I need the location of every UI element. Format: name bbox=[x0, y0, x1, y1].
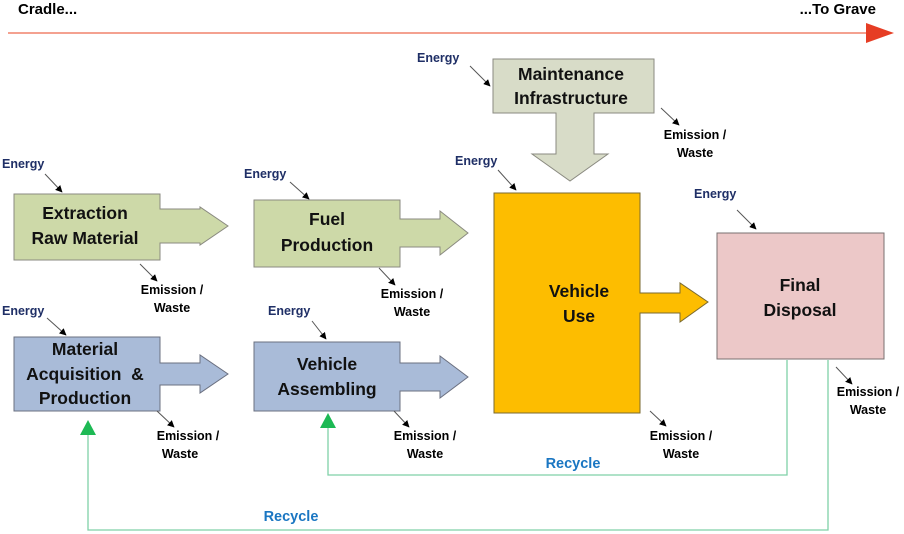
emission-output-maintenance: Emission / Waste bbox=[660, 107, 727, 160]
recycle-arrowhead-inner-icon bbox=[320, 413, 336, 428]
emission-arrow-icon bbox=[378, 267, 396, 286]
svg-text:Emission /: Emission / bbox=[157, 429, 220, 443]
svg-text:Final: Final bbox=[780, 275, 821, 295]
svg-text:Emission /: Emission / bbox=[141, 283, 204, 297]
svg-text:Extraction: Extraction bbox=[42, 203, 128, 223]
svg-text:Vehicle: Vehicle bbox=[549, 281, 610, 301]
emission-arrow-icon bbox=[660, 107, 680, 126]
energy-arrow-icon bbox=[497, 169, 517, 191]
recycle-line-outer bbox=[87, 360, 829, 531]
energy-input-maintenance: Energy bbox=[417, 51, 491, 87]
svg-text:Energy: Energy bbox=[244, 167, 286, 181]
energy-arrow-icon bbox=[289, 181, 310, 200]
final-disposal-box: Final Disposal bbox=[716, 232, 885, 360]
emission-output-material: Emission / Waste bbox=[156, 410, 220, 461]
recycle-line-inner bbox=[327, 360, 788, 476]
svg-text:Production: Production bbox=[281, 235, 373, 255]
svg-text:Emission /: Emission / bbox=[394, 429, 457, 443]
svg-text:Waste: Waste bbox=[663, 447, 699, 461]
svg-text:Waste: Waste bbox=[850, 403, 886, 417]
energy-input-extraction: Energy bbox=[2, 157, 63, 193]
svg-text:Energy: Energy bbox=[268, 304, 310, 318]
svg-text:Assembling: Assembling bbox=[277, 379, 376, 399]
svg-text:Emission /: Emission / bbox=[381, 287, 444, 301]
svg-text:Waste: Waste bbox=[677, 146, 713, 160]
svg-text:Infrastructure: Infrastructure bbox=[514, 88, 628, 108]
emission-output-assembling: Emission / Waste bbox=[393, 410, 457, 461]
svg-text:Energy: Energy bbox=[2, 304, 44, 318]
cradle-label: Cradle... bbox=[18, 1, 77, 18]
svg-text:Emission /: Emission / bbox=[650, 429, 713, 443]
energy-arrow-icon bbox=[469, 65, 491, 87]
timeline-arrowhead-icon bbox=[866, 23, 894, 43]
extraction-raw-material-box: Extraction Raw Material bbox=[13, 193, 229, 261]
svg-text:Energy: Energy bbox=[455, 154, 497, 168]
emission-output-final-disposal: Emission / Waste bbox=[835, 366, 900, 417]
recycle-label-inner: Recycle bbox=[546, 456, 601, 472]
svg-text:Maintenance: Maintenance bbox=[518, 64, 624, 84]
vehicle-use-box: Vehicle Use bbox=[493, 192, 709, 414]
emission-arrow-icon bbox=[156, 410, 175, 428]
material-acquisition-production-box: Material Acquisition & Production bbox=[13, 336, 229, 412]
svg-text:Energy: Energy bbox=[417, 51, 459, 65]
svg-text:Fuel: Fuel bbox=[309, 209, 345, 229]
energy-input-fuel: Energy bbox=[244, 167, 310, 200]
svg-text:Vehicle: Vehicle bbox=[297, 354, 358, 374]
energy-input-vehicle-use: Energy bbox=[455, 154, 517, 191]
energy-arrow-icon bbox=[311, 320, 327, 340]
svg-text:Raw Material: Raw Material bbox=[32, 228, 139, 248]
energy-arrow-icon bbox=[46, 317, 67, 336]
svg-text:Use: Use bbox=[563, 306, 595, 326]
svg-text:Waste: Waste bbox=[162, 447, 198, 461]
to-grave-label: ...To Grave bbox=[800, 1, 876, 18]
svg-text:Production: Production bbox=[39, 388, 131, 408]
energy-input-final-disposal: Energy bbox=[694, 187, 757, 230]
emission-arrow-icon bbox=[649, 410, 667, 427]
emission-arrow-icon bbox=[393, 410, 410, 428]
svg-text:Acquisition &: Acquisition & bbox=[26, 364, 144, 384]
energy-input-assembling: Energy bbox=[268, 304, 327, 340]
svg-text:Waste: Waste bbox=[394, 305, 430, 319]
vehicle-assembling-box: Vehicle Assembling bbox=[253, 341, 469, 412]
svg-text:Energy: Energy bbox=[694, 187, 736, 201]
energy-arrow-icon bbox=[736, 209, 757, 230]
svg-text:Waste: Waste bbox=[154, 301, 190, 315]
emission-output-vehicle-use: Emission / Waste bbox=[649, 410, 713, 461]
emission-output-extraction: Emission / Waste bbox=[139, 263, 204, 315]
emission-arrow-icon bbox=[139, 263, 158, 282]
emission-arrow-icon bbox=[835, 366, 853, 385]
fuel-production-box: Fuel Production bbox=[253, 199, 469, 268]
svg-text:Waste: Waste bbox=[407, 447, 443, 461]
energy-arrow-icon bbox=[44, 173, 63, 193]
maintenance-infrastructure-box: Maintenance Infrastructure bbox=[492, 58, 655, 182]
svg-text:Emission /: Emission / bbox=[664, 128, 727, 142]
svg-text:Disposal: Disposal bbox=[764, 300, 837, 320]
svg-text:Emission /: Emission / bbox=[837, 385, 900, 399]
recycle-arrowhead-outer-icon bbox=[80, 420, 96, 435]
recycle-label-outer: Recycle bbox=[264, 509, 319, 525]
svg-text:Energy: Energy bbox=[2, 157, 44, 171]
svg-text:Material: Material bbox=[52, 339, 118, 359]
energy-input-material: Energy bbox=[2, 304, 67, 336]
emission-output-fuel: Emission / Waste bbox=[378, 267, 444, 319]
